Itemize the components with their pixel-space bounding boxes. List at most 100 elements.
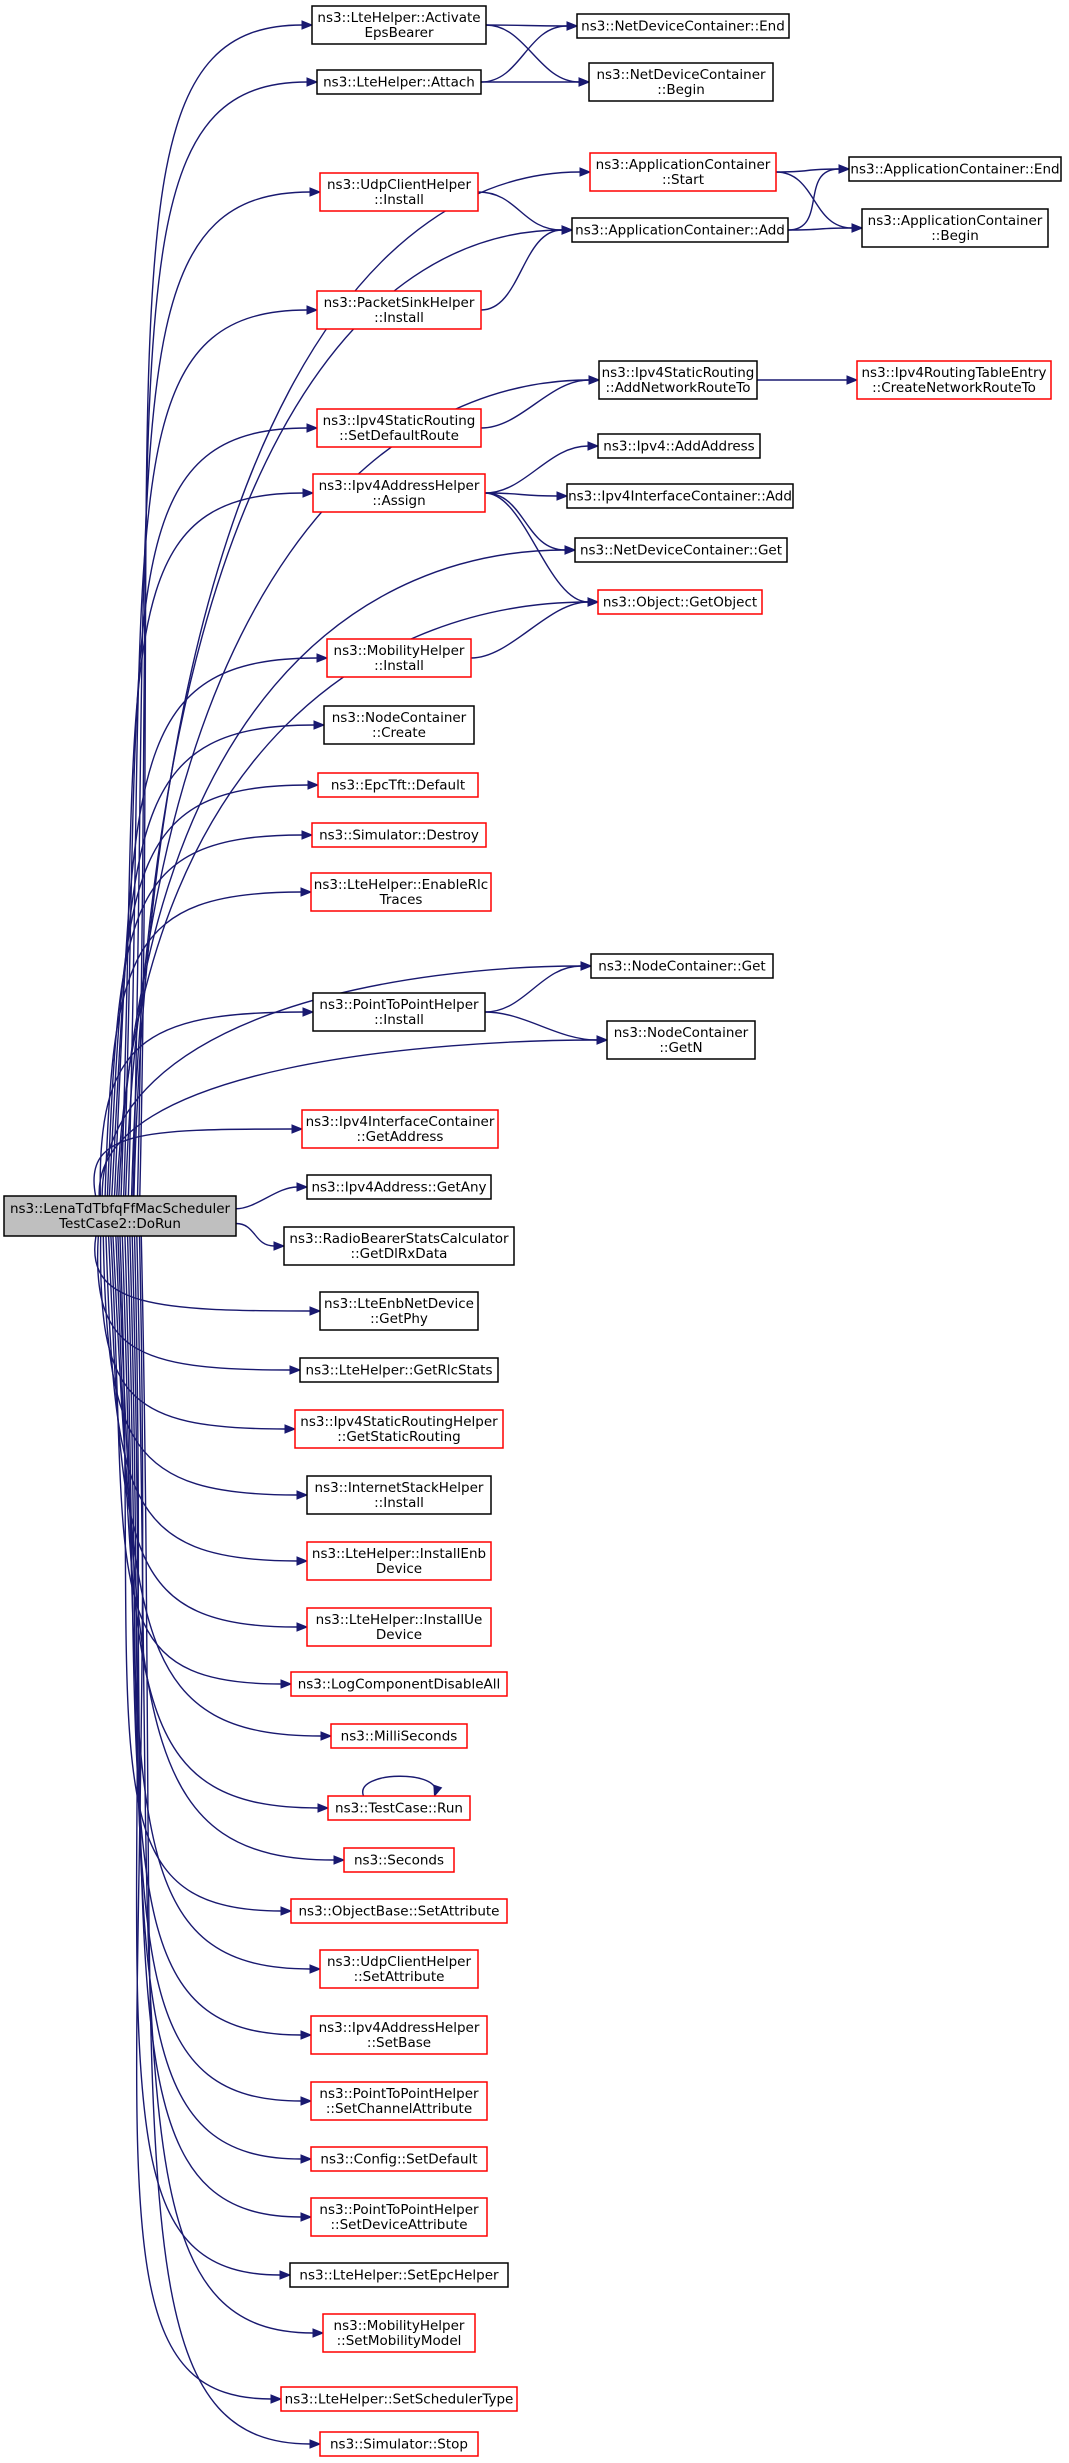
node-label: ns3::Simulator::Stop — [330, 2437, 468, 2453]
node-getobj[interactable]: ns3::Object::GetObject — [597, 589, 763, 615]
edge-root-to-p2p-install — [99, 1011, 304, 1197]
edge-root-to-setmob — [136, 1235, 314, 2334]
edge-root-to-seconds — [117, 1235, 335, 1861]
node-p2p-dev[interactable]: ns3::PointToPointHelper::SetDeviceAttrib… — [310, 2197, 488, 2237]
node-box — [319, 1291, 479, 1331]
node-app-add[interactable]: ns3::ApplicationContainer::Add — [571, 217, 789, 243]
node-rbstats[interactable]: ns3::RadioBearerStatsCalculator::GetDlRx… — [283, 1226, 515, 1266]
arrowhead — [291, 1124, 304, 1134]
node-setbase[interactable]: ns3::Ipv4AddressHelper::SetBase — [310, 2015, 488, 2055]
node-box — [330, 1723, 468, 1749]
node-epctft[interactable]: ns3::EpcTft::Default — [317, 772, 479, 798]
node-label: ns3::TestCase::Run — [335, 1801, 463, 1817]
node-setmob[interactable]: ns3::MobilityHelper::SetMobilityModel — [322, 2313, 476, 2353]
edges-layer — [93, 20, 864, 2449]
node-addnet[interactable]: ns3::Ipv4StaticRouting::AddNetworkRouteT… — [598, 360, 758, 400]
node-udp-setattr[interactable]: ns3::UdpClientHelper::SetAttribute — [319, 1949, 479, 1989]
edge-root-to-ndc-get — [118, 549, 566, 1197]
node-label: ns3::ApplicationContainer::Add — [575, 223, 785, 239]
node-ific-add[interactable]: ns3::Ipv4InterfaceContainer::Add — [566, 483, 794, 509]
node-create-route[interactable]: ns3::Ipv4RoutingTableEntry::CreateNetwor… — [856, 360, 1052, 400]
node-getstatic[interactable]: ns3::Ipv4StaticRoutingHelper::GetStaticR… — [294, 1409, 504, 1449]
node-box — [589, 152, 777, 192]
node-box — [310, 2015, 488, 2055]
arrowhead — [300, 2030, 313, 2040]
node-ndc-end[interactable]: ns3::NetDeviceContainer::End — [576, 13, 790, 39]
node-box — [319, 2431, 479, 2457]
node-box — [290, 1898, 508, 1924]
node-millisec[interactable]: ns3::MilliSeconds — [330, 1723, 468, 1749]
arrowhead — [284, 1424, 297, 1434]
node-setsched[interactable]: ns3::LteHelper::SetSchedulerType — [280, 2386, 518, 2412]
node-tc-run[interactable]: ns3::TestCase::Run — [327, 1795, 471, 1821]
node-label: ns3::Ipv4StaticRouting — [323, 413, 476, 429]
arrowhead — [579, 167, 592, 177]
node-label: EpsBearer — [364, 25, 434, 41]
node-getany[interactable]: ns3::Ipv4Address::GetAny — [306, 1174, 492, 1200]
node-sink-install[interactable]: ns3::PacketSinkHelper::Install — [316, 290, 482, 330]
arrowhead — [846, 375, 859, 385]
node-nc-create[interactable]: ns3::NodeContainer::Create — [323, 705, 475, 745]
node-label: ns3::MobilityHelper — [334, 2318, 465, 2334]
node-addaddr[interactable]: ns3::Ipv4::AddAddress — [597, 433, 761, 459]
node-udp-install[interactable]: ns3::UdpClientHelper::Install — [319, 172, 479, 212]
node-sim-destroy[interactable]: ns3::Simulator::Destroy — [311, 822, 487, 848]
node-mob-install[interactable]: ns3::MobilityHelper::Install — [326, 638, 472, 678]
arrowhead — [316, 653, 329, 663]
node-logdisable[interactable]: ns3::LogComponentDisableAll — [290, 1671, 508, 1697]
node-setepc[interactable]: ns3::LteHelper::SetEpcHelper — [289, 2262, 509, 2288]
node-assign[interactable]: ns3::Ipv4AddressHelper::Assign — [312, 473, 486, 513]
node-box — [566, 483, 794, 509]
arrowhead — [587, 441, 600, 451]
node-box — [310, 872, 492, 912]
node-setdefault[interactable]: ns3::Ipv4StaticRouting::SetDefaultRoute — [316, 408, 482, 448]
node-seconds[interactable]: ns3::Seconds — [343, 1847, 455, 1873]
edge-root-to-p2p-chan — [126, 1235, 302, 2102]
node-cfg-default[interactable]: ns3::Config::SetDefault — [310, 2146, 488, 2172]
node-app-begin[interactable]: ns3::ApplicationContainer::Begin — [861, 208, 1049, 248]
edge-p2p-install-to-nc-get — [484, 965, 582, 1013]
node-label: ns3::EpcTft::Default — [331, 778, 465, 794]
node-nc-get[interactable]: ns3::NodeContainer::Get — [590, 953, 774, 979]
node-box — [343, 1847, 455, 1873]
node-label: ::GetStaticRouting — [337, 1429, 461, 1445]
node-inet-install[interactable]: ns3::InternetStackHelper::Install — [306, 1475, 492, 1515]
node-setattr[interactable]: ns3::ObjectBase::SetAttribute — [290, 1898, 508, 1924]
node-attach[interactable]: ns3::LteHelper::Attach — [316, 69, 482, 95]
node-ific-getaddr[interactable]: ns3::Ipv4InterfaceContainer::GetAddress — [301, 1109, 499, 1149]
node-p2p-install[interactable]: ns3::PointToPointHelper::Install — [312, 992, 486, 1032]
node-label: ns3::Config::SetDefault — [320, 2152, 477, 2168]
node-app-end[interactable]: ns3::ApplicationContainer::End — [848, 156, 1062, 182]
node-sim-stop[interactable]: ns3::Simulator::Stop — [319, 2431, 479, 2457]
node-app-start[interactable]: ns3::ApplicationContainer::Start — [589, 152, 777, 192]
node-box — [574, 537, 788, 563]
edge-root-to-cfg-default — [129, 1235, 302, 2160]
edge-assign-to-getobj — [484, 492, 589, 603]
edge-mob-install-to-getobj — [470, 601, 589, 659]
node-box — [310, 2081, 488, 2121]
node-box — [306, 1607, 492, 1647]
node-getrlc[interactable]: ns3::LteHelper::GetRlcStats — [299, 1357, 499, 1383]
edge-sink-install-to-app-add — [480, 229, 563, 311]
node-box — [322, 2313, 476, 2353]
node-p2p-chan[interactable]: ns3::PointToPointHelper::SetChannelAttri… — [310, 2081, 488, 2121]
node-ndc-get[interactable]: ns3::NetDeviceContainer::Get — [574, 537, 788, 563]
node-box — [290, 1671, 508, 1697]
arrowhead — [587, 597, 600, 607]
node-label: ns3::LteEnbNetDevice — [324, 1296, 474, 1312]
node-box — [3, 1195, 237, 1237]
arrowhead — [556, 491, 569, 501]
node-label: ns3::Ipv4AddressHelper — [319, 2020, 480, 2036]
node-nc-getn[interactable]: ns3::NodeContainer::GetN — [606, 1020, 756, 1060]
node-label: ns3::Ipv4RoutingTableEntry — [862, 365, 1047, 381]
node-getphy[interactable]: ns3::LteEnbNetDevice::GetPhy — [319, 1291, 479, 1331]
edge-root-to-sim-stop — [140, 1235, 311, 2445]
node-ndc-begin[interactable]: ns3::NetDeviceContainer::Begin — [588, 62, 774, 102]
node-root[interactable]: ns3::LenaTdTbfqFfMacSchedulerTestCase2::… — [3, 1195, 237, 1237]
node-label: ::SetMobilityModel — [337, 2333, 462, 2349]
